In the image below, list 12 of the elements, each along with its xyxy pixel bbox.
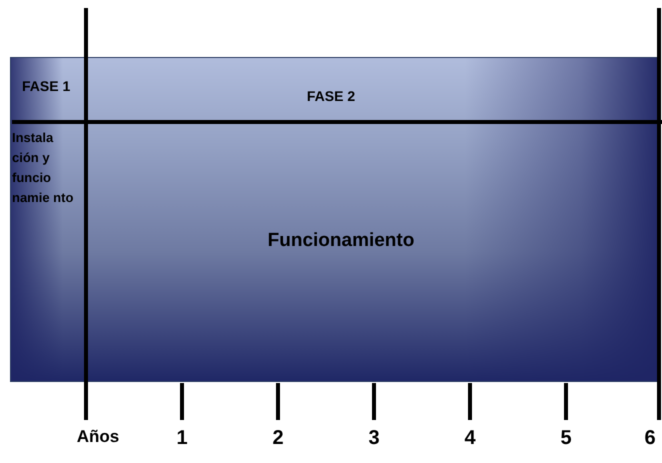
phase-heading: FASE 1 <box>22 78 72 95</box>
timeline-panel <box>10 57 660 382</box>
phase-description: Funcionamiento <box>266 230 416 253</box>
tick-label: 6 <box>644 427 656 450</box>
tick-label: 1 <box>176 427 188 450</box>
tick-label: 5 <box>560 427 572 450</box>
tick-label: 2 <box>272 427 284 450</box>
axis-title: Años <box>76 427 120 447</box>
tick-label: 4 <box>464 427 476 450</box>
tick-label: 3 <box>368 427 380 450</box>
phase-description: Instala ción y funcio namie nto <box>12 129 74 208</box>
phase-heading: FASE 2 <box>306 88 356 105</box>
